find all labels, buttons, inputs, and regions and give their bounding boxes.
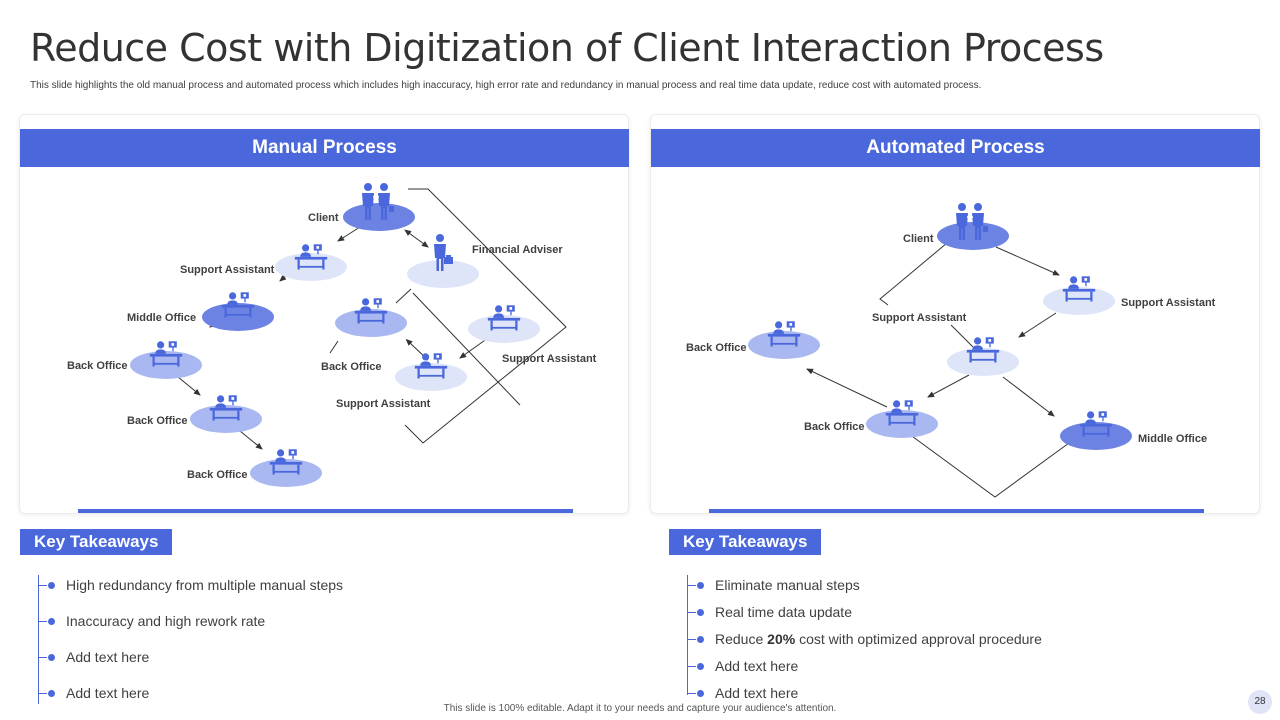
automated-process-panel: Automated Process: [650, 114, 1260, 514]
label-support-assistant-2: Support Assistant: [336, 398, 431, 410]
label-middle-office: Middle Office: [127, 312, 196, 324]
list-item: Reduce 20% cost with optimized approval …: [687, 624, 1042, 651]
page-title: Reduce Cost with Digitization of Client …: [30, 26, 1104, 70]
list-item: Add text here: [687, 678, 1042, 705]
manual-takeaways-list: High redundancy from multiple manual ste…: [38, 570, 343, 714]
label-back-office-1: Back Office: [686, 342, 747, 354]
manual-node-back-office-4: [335, 298, 407, 337]
automated-node-back-office-1: [748, 321, 820, 359]
label-back-office-1: Back Office: [67, 360, 128, 372]
label-back-office-2: Back Office: [127, 415, 188, 427]
manual-node-middle-office: [202, 292, 274, 331]
label-support-assistant-1: Support Assistant: [180, 264, 275, 276]
list-item: Add text here: [38, 642, 343, 678]
label-support-assistant-2: Support Assistant: [872, 312, 967, 324]
page-number-badge: 28: [1248, 690, 1272, 714]
label-financial-adviser: Financial Adviser: [472, 244, 563, 256]
label-client: Client: [308, 212, 339, 224]
automated-process-header: Automated Process: [651, 129, 1260, 167]
manual-panel-underline: [78, 509, 573, 513]
automated-takeaways-list: Eliminate manual steps Real time data up…: [687, 570, 1042, 705]
automated-arrows: [806, 246, 1060, 417]
label-back-office-2: Back Office: [804, 421, 865, 433]
list-item: High redundancy from multiple manual ste…: [38, 570, 343, 606]
takeaway-text-post: cost with optimized approval procedure: [795, 631, 1042, 647]
page-subtitle: This slide highlights the old manual pro…: [30, 80, 982, 91]
manual-key-takeaways-header: Key Takeaways: [20, 529, 173, 555]
manual-connector-lines: [329, 188, 567, 444]
automated-node-client: [937, 202, 1009, 250]
manual-node-support-assistant-3: [468, 305, 540, 343]
automated-node-support-assistant-2: [947, 337, 1019, 376]
manual-node-client: [343, 182, 415, 231]
label-back-office-3: Back Office: [187, 469, 248, 481]
footer-note: This slide is 100% editable. Adapt it to…: [443, 703, 837, 714]
label-client: Client: [903, 233, 934, 245]
automated-node-middle-office: [1060, 411, 1132, 450]
automated-node-support-assistant-1: [1043, 276, 1115, 315]
manual-process-panel: Manual Process: [19, 114, 629, 514]
automated-node-back-office-2: [866, 400, 938, 438]
manual-node-support-assistant-2: [395, 353, 467, 391]
label-middle-office: Middle Office: [1138, 433, 1207, 445]
manual-process-header: Manual Process: [20, 129, 629, 167]
takeaway-highlight: 20%: [767, 631, 796, 647]
manual-node-back-office-1: [130, 341, 202, 379]
label-back-office-4: Back Office: [321, 361, 382, 373]
manual-node-back-office-2: [190, 395, 262, 433]
automated-key-takeaways-header: Key Takeaways: [669, 529, 822, 555]
list-item: Inaccuracy and high rework rate: [38, 606, 343, 642]
automated-connector-lines: [879, 242, 1070, 498]
list-item: Add text here: [38, 678, 343, 714]
list-item: Eliminate manual steps: [687, 570, 1042, 597]
manual-node-financial-adviser: [407, 234, 479, 288]
manual-process-diagram: Client Financial Adviser Support Assista…: [67, 182, 597, 487]
automated-panel-underline: [709, 509, 1204, 513]
manual-node-support-assistant-1: [275, 244, 347, 281]
list-item: Add text here: [687, 651, 1042, 678]
automated-process-diagram: Client Support Assistant Support Assista…: [686, 202, 1216, 498]
takeaway-text-pre: Reduce: [715, 631, 768, 647]
label-support-assistant-3: Support Assistant: [502, 353, 597, 365]
label-support-assistant-1: Support Assistant: [1121, 297, 1216, 309]
list-item: Real time data update: [687, 597, 1042, 624]
manual-node-back-office-3: [250, 449, 322, 487]
